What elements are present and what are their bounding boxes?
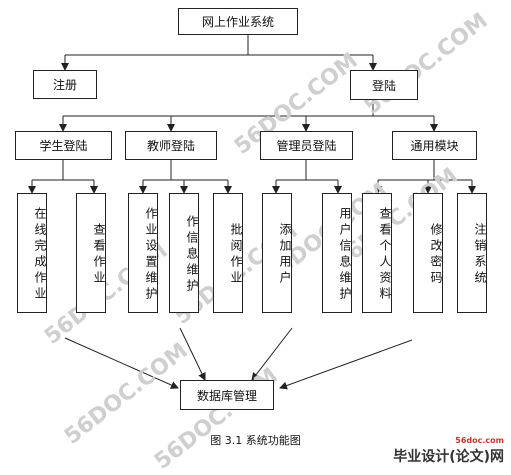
connector	[279, 339, 413, 390]
node-database: 数据库管理	[180, 380, 274, 410]
node-login: 登陆	[350, 70, 418, 100]
connector	[179, 327, 206, 381]
node-admin-login: 管理员登陆	[260, 131, 353, 160]
node-student-view: 查看作业	[76, 193, 106, 313]
node-teacher-grade: 批阅作业	[213, 193, 243, 313]
node-admin-info: 用户信息维护	[322, 193, 352, 313]
node-register: 注册	[33, 70, 97, 99]
logo-domain: 56doc.com	[455, 436, 504, 445]
site-logo: 56doc.com 毕业设计(论文)网	[340, 436, 510, 465]
node-common-password: 修改密码	[413, 193, 443, 313]
node-root: 网上作业系统	[178, 8, 298, 35]
logo-title: 毕业设计(论文)网	[393, 449, 504, 465]
node-teacher-info: 作信息维护	[169, 193, 199, 313]
connector	[251, 327, 293, 381]
node-common-module: 通用模块	[392, 131, 477, 160]
node-common-profile: 查看个人资料	[362, 193, 392, 313]
node-student-submit: 在线完成作业	[17, 193, 47, 313]
node-admin-add: 添加用户	[262, 193, 292, 313]
node-teacher-maintain: 作业设置维护	[128, 193, 158, 313]
node-teacher-login: 教师登陆	[125, 131, 217, 160]
connector	[64, 337, 179, 389]
node-student-login: 学生登陆	[15, 131, 112, 160]
node-common-logout: 注销系统	[457, 193, 487, 313]
figure-caption: 图 3.1 系统功能图	[210, 434, 301, 447]
